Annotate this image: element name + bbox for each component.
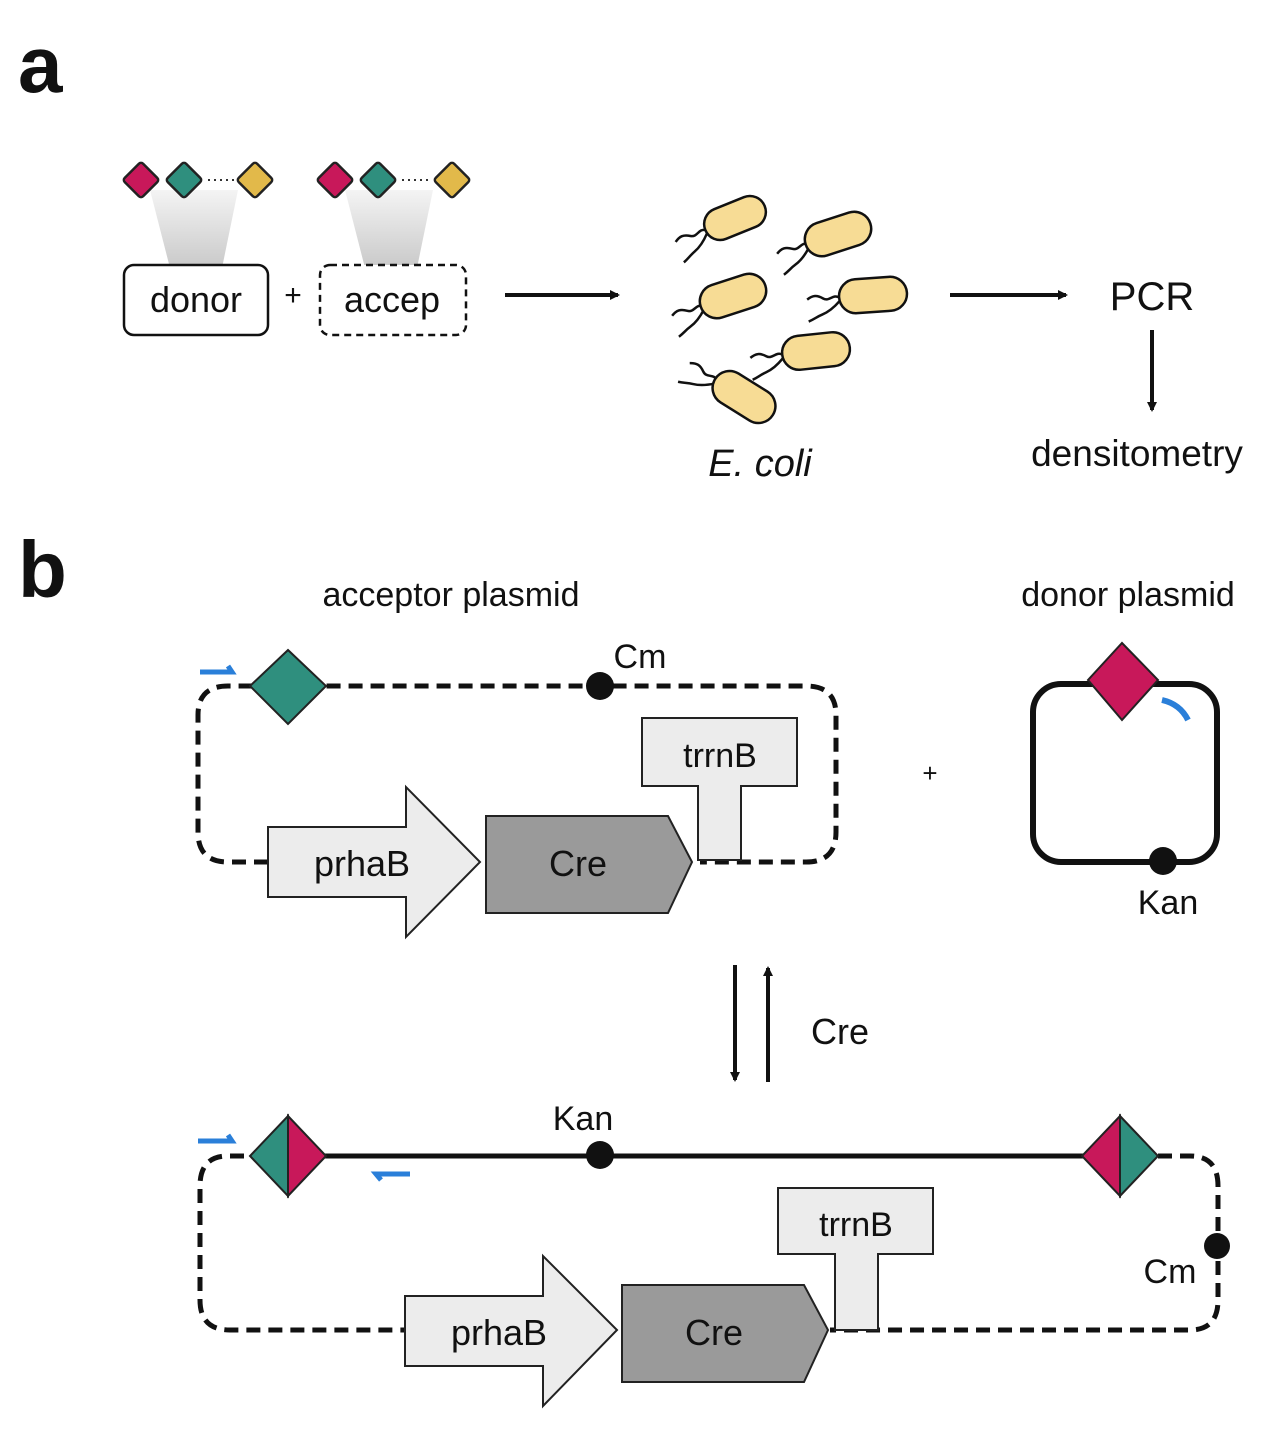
primer-reverse-icon — [1161, 697, 1191, 722]
flagella — [671, 304, 705, 338]
reaction-label: Cre — [811, 1011, 869, 1052]
flagella — [749, 352, 784, 381]
ecoli-cell — [780, 330, 852, 372]
primer-reverse-icon — [370, 1171, 410, 1182]
donor-site-yellow-icon — [236, 161, 274, 199]
panel-a-letter: a — [18, 20, 63, 109]
primer-forward-icon — [200, 664, 237, 675]
flagella — [806, 294, 841, 323]
donor-site-teal-icon — [165, 161, 203, 199]
kan-label: Kan — [1138, 884, 1199, 922]
panel-b-letter: b — [18, 525, 67, 614]
ecoli-cell — [698, 272, 768, 320]
donor-plasmid-title: donor plasmid — [1021, 576, 1235, 614]
reversible-reaction-arrows — [730, 965, 773, 1082]
flagella — [674, 228, 708, 264]
cm-label: Cm — [614, 638, 667, 676]
acceptor-box — [318, 263, 468, 337]
gene-label: Cre — [685, 1312, 743, 1353]
cm-marker — [586, 672, 614, 700]
promoter-prhaB — [267, 784, 482, 940]
donor-plasmid: Kan — [1030, 641, 1220, 922]
kan-label: Kan — [553, 1100, 614, 1138]
acceptor-backbone — [195, 683, 839, 865]
acceptor-site-library: accep — [316, 161, 471, 337]
acceptor-funnel — [345, 190, 433, 268]
kan-marker — [586, 1141, 614, 1169]
donor-site-library: donor — [122, 161, 274, 337]
gene-cre — [621, 1284, 830, 1383]
panel-b-plus: + — [922, 758, 937, 788]
ecoli-cells-icon — [671, 194, 909, 425]
primer-forward-icon — [198, 1133, 237, 1144]
flagella — [776, 242, 810, 276]
promoter-prhaB — [404, 1253, 619, 1409]
panel-a-plus: + — [284, 279, 302, 312]
acceptor-site-magenta-icon — [316, 161, 354, 199]
cm-label: Cm — [1144, 1253, 1197, 1291]
acceptor-plasmid: Cm prhaB Cre trrnB — [195, 638, 839, 940]
cointegrate-plasmid: Kan Cm prhaB Cre trrnB — [197, 1100, 1230, 1409]
terminator-label: trrnB — [683, 737, 757, 775]
cointegrate-backbone-left — [197, 1153, 405, 1333]
gene-cre — [485, 815, 694, 914]
acceptor-plasmid-title: acceptor plasmid — [322, 576, 579, 614]
promoter-label: prhaB — [451, 1312, 547, 1353]
flagella — [677, 361, 719, 387]
gene-label: Cre — [549, 843, 607, 884]
terminator-label: trrnB — [819, 1206, 893, 1244]
densitometry-label: densitometry — [1031, 433, 1243, 474]
acceptor-site-teal-icon — [359, 161, 397, 199]
terminator-trrnB — [641, 717, 798, 861]
kan-marker — [1149, 847, 1177, 875]
acceptor-label: accep — [344, 279, 440, 320]
ecoli-label: E. coli — [708, 443, 813, 485]
hybrid-lox-left-magenta — [287, 1113, 328, 1199]
ecoli-cell — [711, 369, 777, 425]
donor-box — [122, 263, 270, 337]
hybrid-lox-right-teal — [1119, 1113, 1160, 1199]
ecoli-cell — [702, 194, 768, 242]
promoter-label: prhaB — [314, 843, 410, 884]
donor-funnel — [150, 190, 238, 268]
hybrid-lox-right-magenta — [1080, 1113, 1121, 1199]
donor-label: donor — [150, 279, 242, 320]
ecoli-cell — [803, 210, 873, 258]
donor-site-magenta-icon — [122, 161, 160, 199]
terminator-trrnB — [777, 1187, 934, 1331]
lox-site-magenta-icon — [1086, 641, 1160, 722]
pcr-label: PCR — [1110, 275, 1194, 319]
hybrid-lox-left-teal — [248, 1113, 289, 1199]
lox-site-teal-icon — [248, 648, 328, 726]
cm-marker — [1204, 1233, 1230, 1259]
ecoli-cell — [837, 275, 909, 315]
acceptor-site-yellow-icon — [433, 161, 471, 199]
